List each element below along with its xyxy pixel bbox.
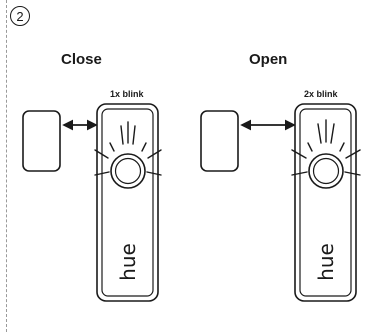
close-sensor-inner — [101, 108, 154, 297]
step-number: 2 — [16, 8, 24, 24]
open-scene: hue — [200, 103, 361, 302]
open-sensor-icon — [294, 103, 357, 302]
close-led-icon — [114, 157, 142, 185]
open-led-icon — [312, 157, 340, 185]
open-hue-logo: hue — [314, 243, 338, 281]
panel-border — [6, 0, 8, 332]
open-blink-label: 2x blink — [304, 89, 338, 99]
close-blink-label: 1x blink — [110, 89, 144, 99]
open-magnet-icon — [200, 110, 239, 172]
open-title: Open — [249, 51, 288, 68]
open-sensor-inner — [299, 108, 352, 297]
close-title: Close — [61, 51, 102, 68]
open-led-ring-icon — [308, 153, 344, 189]
close-hue-logo: hue — [116, 243, 140, 281]
close-blink-rays-icon — [94, 121, 162, 176]
open-blink-rays-icon — [291, 119, 361, 176]
step-number-badge: 2 — [10, 6, 30, 26]
close-scene: hue — [22, 103, 162, 302]
close-magnet-icon — [22, 110, 61, 172]
close-sensor-icon — [96, 103, 159, 302]
